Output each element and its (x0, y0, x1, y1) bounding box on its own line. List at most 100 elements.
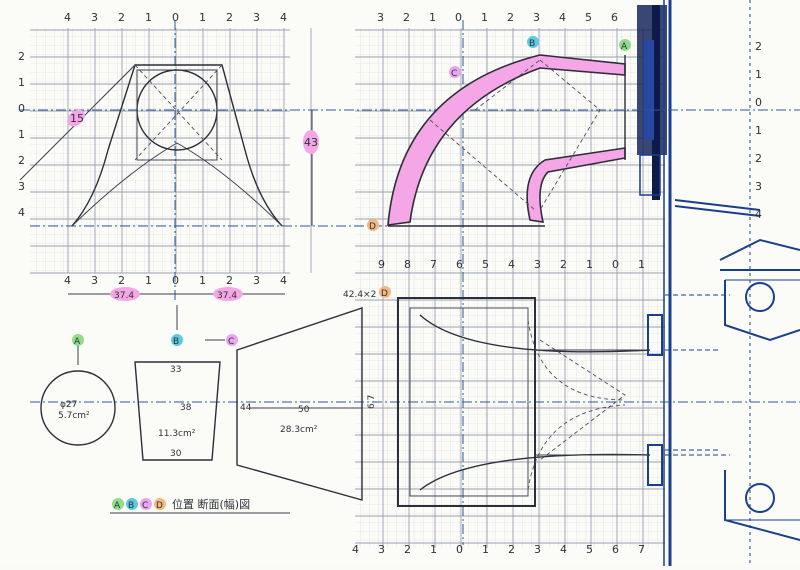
left-scale-1: 1 (18, 76, 25, 89)
top-left-bottom-scale-4: 0 (172, 274, 179, 287)
mid-scale-8: 1 (586, 258, 593, 271)
top-right-scale-0: 3 (377, 11, 384, 24)
svg-text:A: A (621, 42, 628, 52)
section-A-dia: φ27 (60, 400, 77, 410)
bottom-scale-9: 5 (586, 543, 593, 556)
dimension-labels: 15 43 37.4 37.4 42.4×2 6.7 (67, 109, 377, 409)
top-left-scale-3: 1 (145, 11, 152, 24)
svg-text:B: B (529, 39, 535, 49)
mid-scale-6: 3 (534, 258, 541, 271)
section-views (40, 305, 363, 501)
section-circle-A (40, 370, 116, 446)
left-scale-3: 1 (18, 128, 25, 141)
svg-text:D: D (156, 501, 163, 511)
mid-scale-7: 2 (560, 258, 567, 271)
top-left-bottom-scale-8: 4 (280, 274, 287, 287)
machine-profile (637, 0, 800, 566)
top-left-scale-1: 3 (91, 11, 98, 24)
left-scale-4: 2 (18, 154, 25, 167)
svg-text:D: D (369, 222, 376, 232)
svg-text:A: A (114, 501, 121, 511)
dim-mid-h: 42.4×2 (343, 290, 376, 300)
top-left-bottom-scale-0: 4 (64, 274, 71, 287)
top-left-scale-4: 0 (172, 11, 179, 24)
side-scale-0: 2 (755, 40, 762, 53)
bottom-scale-6: 2 (508, 543, 515, 556)
marker-D-mid: D (379, 286, 391, 299)
top-left-scale-8: 4 (280, 11, 287, 24)
section-B-area: 11.3cm² (158, 429, 196, 439)
side-scale-6: 4 (755, 208, 762, 221)
side-scale-4: 2 (755, 152, 762, 165)
legend: A B C D 位置 断面(幅)図 (110, 497, 290, 514)
top-left-scale-7: 3 (253, 11, 260, 24)
dim-diag: 15 (70, 112, 84, 125)
svg-text:C: C (142, 501, 148, 511)
top-left-scale-5: 1 (199, 11, 206, 24)
section-C-width: 50 (298, 405, 310, 415)
svg-text:D: D (381, 289, 388, 299)
marker-A-section: A (72, 334, 84, 347)
top-right-scale-8: 5 (585, 11, 592, 24)
top-right-scale-6: 3 (533, 11, 540, 24)
dim-width-right: 37.4 (217, 291, 237, 301)
marker-C-section: C (226, 334, 238, 347)
legend-title: 位置 断面(幅)図 (172, 497, 250, 511)
top-left-bottom-scale-5: 1 (199, 274, 206, 287)
top-right-scale-4: 1 (481, 11, 488, 24)
svg-text:B: B (128, 501, 134, 511)
section-C-left: 44 (240, 403, 252, 413)
top-left-bottom-scale-7: 3 (253, 274, 260, 287)
marker-C-top: C (449, 66, 461, 79)
mid-scale-4: 5 (482, 258, 489, 271)
side-scale-1: 1 (755, 68, 762, 81)
marker-B-top: B (527, 36, 539, 49)
bottom-scale-8: 4 (560, 543, 567, 556)
section-C-area: 28.3cm² (280, 425, 318, 435)
mid-scale-10: 1 (638, 258, 645, 271)
svg-text:C: C (451, 69, 457, 79)
top-left-scale-6: 2 (226, 11, 233, 24)
dim-right-h: 6.7 (367, 395, 377, 409)
bottom-scale-5: 1 (482, 543, 489, 556)
top-right-scale-5: 2 (507, 11, 514, 24)
bottom-scale-0: 4 (352, 543, 359, 556)
markers: A B C D D A B C (72, 36, 631, 347)
section-B-side: 38 (180, 403, 192, 413)
marker-A-top: A (619, 39, 631, 52)
mid-scale-2: 7 (430, 258, 437, 271)
marker-B-section: B (171, 334, 183, 347)
top-right-scale-9: 6 (611, 11, 618, 24)
left-scale-5: 3 (18, 180, 25, 193)
mid-scale-3: 6 (456, 258, 463, 271)
bottom-scale-3: 1 (430, 543, 437, 556)
marker-D-top: D (367, 219, 379, 232)
top-left-bottom-scale-3: 1 (145, 274, 152, 287)
bottom-scale-1: 3 (378, 543, 385, 556)
bottom-scale-10: 6 (612, 543, 619, 556)
top-right-scale-1: 2 (403, 11, 410, 24)
side-scale-5: 3 (755, 180, 762, 193)
bolt-hole-bottom (745, 483, 775, 513)
section-C (236, 307, 363, 501)
section-A-area: 5.7cm² (58, 411, 90, 421)
top-left-bottom-scale-6: 2 (226, 274, 233, 287)
top-right-scale-7: 4 (559, 11, 566, 24)
dim-width-left: 37.4 (114, 291, 134, 301)
svg-text:B: B (173, 337, 179, 347)
grid-right (355, 28, 665, 548)
dim-height: 43 (304, 136, 318, 149)
top-left-scale-2: 2 (118, 11, 125, 24)
top-left-scale-0: 4 (64, 11, 71, 24)
grid-top-left (30, 28, 285, 273)
top-right-scale-2: 1 (429, 11, 436, 24)
mid-scale-0: 9 (378, 258, 385, 271)
section-annotations: φ27 5.7cm² 33 38 11.3cm² 30 44 50 28.3cm… (58, 365, 318, 459)
top-left-bottom-scale-1: 3 (91, 274, 98, 287)
top-left-bottom-scale-2: 2 (118, 274, 125, 287)
side-scale-3: 1 (755, 124, 762, 137)
bottom-scale-11: 7 (638, 543, 645, 556)
bottom-scale-7: 3 (534, 543, 541, 556)
